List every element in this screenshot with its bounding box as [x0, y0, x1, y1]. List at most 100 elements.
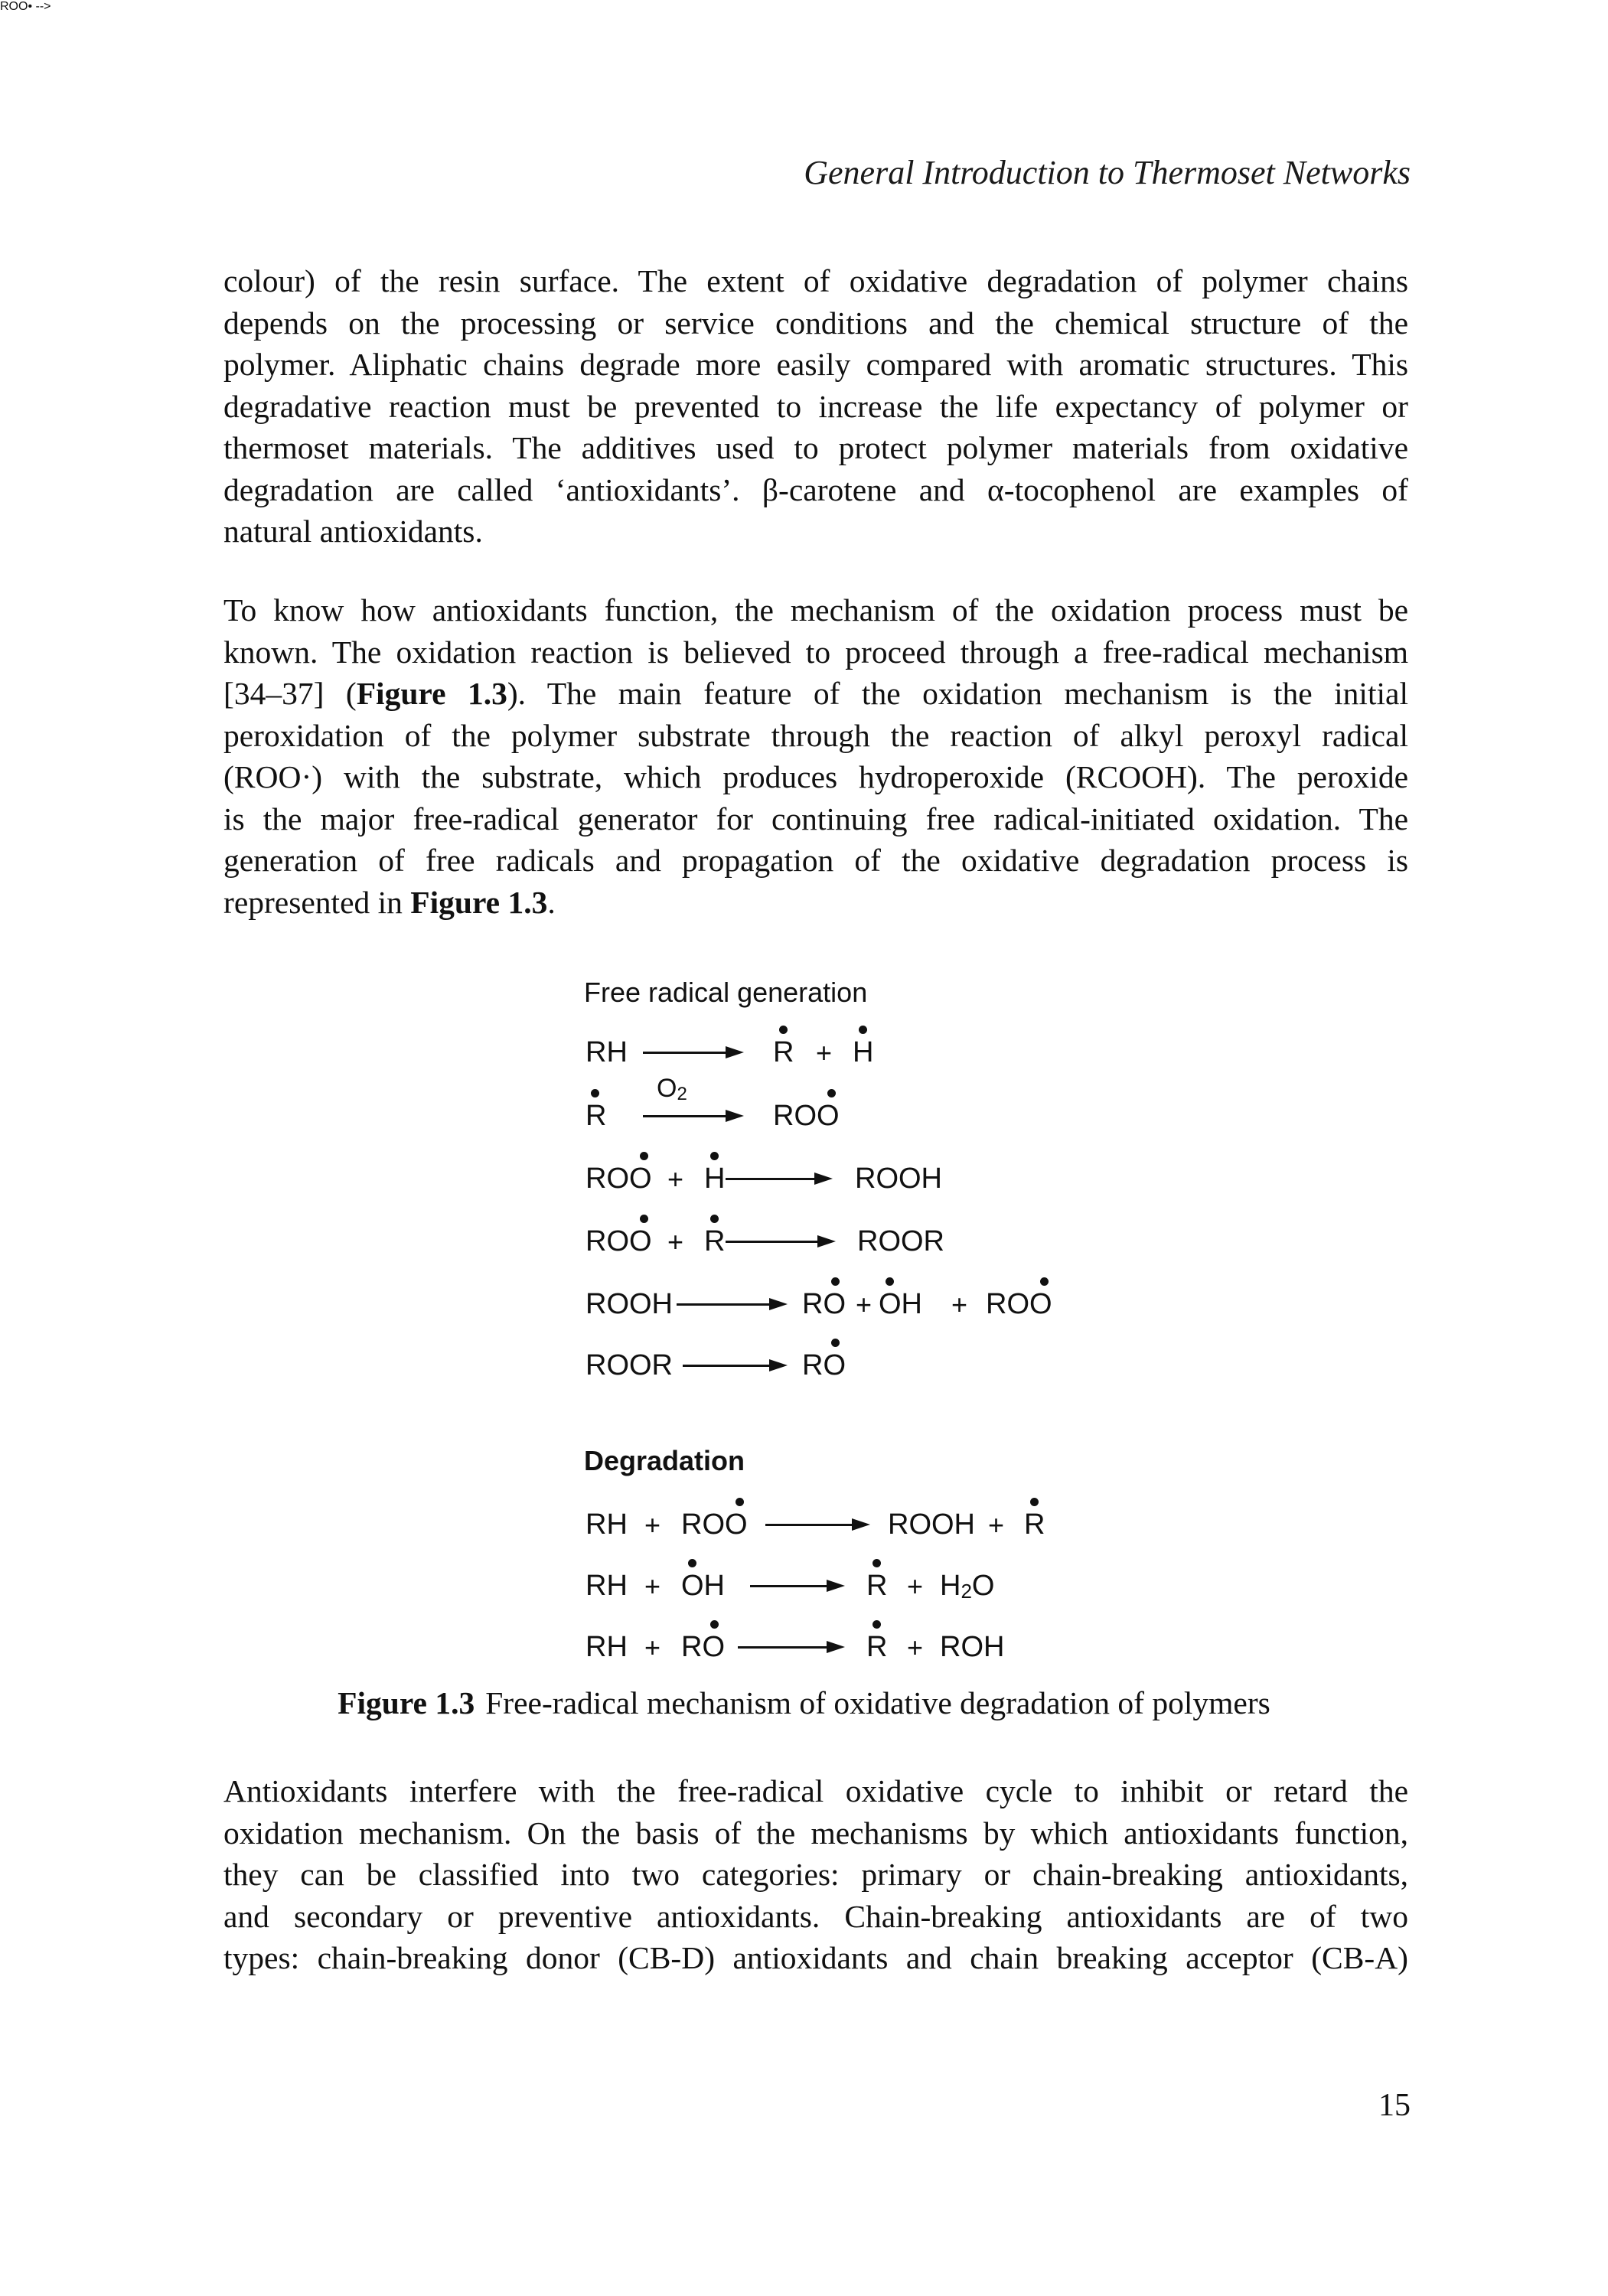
species-rh: RH: [585, 1036, 628, 1068]
species-rh: RH: [585, 1570, 628, 1602]
figure-caption-text: Free-radical mechanism of oxidative degr…: [485, 1685, 1270, 1720]
water-subscript: 2: [961, 1580, 972, 1603]
plus-sign: +: [644, 1509, 661, 1541]
plus-sign: +: [856, 1289, 872, 1320]
radical-dot: [886, 1277, 894, 1286]
species-r-radical: R: [1024, 1508, 1045, 1541]
text-line: Antioxidants interfere with the free-rad…: [223, 1773, 1408, 1808]
plus-sign: +: [988, 1509, 1005, 1541]
text-line: natural antioxidants.: [223, 514, 483, 549]
species-r-radical: R: [585, 1100, 607, 1132]
species-rh: RH: [585, 1508, 628, 1541]
text-line: To know how antioxidants function, the m…: [223, 592, 1408, 628]
reaction-arrow: [726, 1166, 833, 1192]
text-line: [34–37] (Figure 1.3). The main feature o…: [223, 673, 1408, 715]
plus-sign: +: [644, 1570, 661, 1602]
text-line: colour) of the resin surface. The extent…: [223, 263, 1408, 298]
paragraph-antioxidant-classification: Antioxidants interfere with the free-rad…: [223, 1770, 1408, 1979]
reaction-arrow: [765, 1512, 870, 1538]
text-line: degradative reaction must be prevented t…: [223, 388, 1408, 424]
plus-sign: +: [907, 1570, 924, 1602]
text-line: is the major free-radical generator for …: [223, 801, 1408, 837]
text-line: degradation are called ‘antioxidants’. β…: [223, 471, 1408, 507]
species-roo-radical: ROO: [585, 1163, 652, 1195]
plus-sign: +: [667, 1163, 684, 1195]
plus-sign: +: [667, 1226, 684, 1257]
text-line: thermoset materials. The additives used …: [223, 430, 1408, 465]
species-oh-radical: OH: [879, 1288, 922, 1320]
species-roor: ROOR: [857, 1225, 944, 1257]
reaction-arrow: [750, 1573, 845, 1599]
species-roo-radical: ROO: [585, 1225, 652, 1257]
radical-dot: [827, 1089, 836, 1097]
radical-dot: [1030, 1498, 1039, 1506]
reaction-arrow: [643, 1103, 744, 1129]
reaction-arrow: [726, 1228, 836, 1254]
radical-dot: [710, 1215, 719, 1223]
text-line: peroxidation of the polymer substrate th…: [223, 717, 1408, 753]
plus-sign: +: [644, 1632, 661, 1663]
plus-sign: +: [816, 1037, 833, 1068]
species-r-radical: R: [866, 1631, 888, 1663]
text-line: they can be classified into two categori…: [223, 1857, 1408, 1892]
species-rooh: ROOH: [855, 1163, 942, 1195]
paragraph-oxidative-degradation: colour) of the resin surface. The extent…: [223, 260, 1408, 553]
plus-sign: +: [907, 1632, 924, 1663]
figure-caption: Figure 1.3 Free-radical mechanism of oxid…: [0, 1682, 1608, 1724]
species-ro-radical: RO: [802, 1288, 846, 1320]
radical-dot: [831, 1339, 840, 1347]
figure-reference: Figure 1.3: [356, 676, 507, 711]
reaction-arrow: [683, 1352, 788, 1378]
species-roo-radical: ROO: [681, 1508, 748, 1541]
radical-dot: [872, 1620, 881, 1629]
text-line: oxidation mechanism. On the basis of the…: [223, 1815, 1408, 1851]
reaction-arrow: [677, 1291, 788, 1317]
species-roo-radical: ROO: [773, 1100, 840, 1132]
radical-dot: [831, 1277, 840, 1286]
text-fragment: [34–37] (: [223, 676, 357, 711]
species-rooh: ROOH: [585, 1288, 673, 1320]
radical-dot: [640, 1152, 648, 1160]
figure-reference: Figure 1.3: [410, 884, 548, 920]
text-line: (ROO·) with the substrate, which produce…: [223, 759, 1408, 794]
species-rooh: ROOH: [888, 1508, 975, 1541]
text-fragment: .: [547, 884, 556, 920]
species-h-radical: H: [704, 1163, 726, 1195]
radical-dot: [591, 1089, 599, 1097]
species-roh: ROH: [940, 1631, 1005, 1663]
water-hydrogen: H: [940, 1570, 961, 1602]
scheme-section-title-free-radical-generation: Free radical generation: [584, 977, 868, 1008]
text-line: polymer. Aliphatic chains degrade more e…: [223, 347, 1408, 382]
text-line: depends on the processing or service con…: [223, 305, 1408, 341]
reaction-arrow: [643, 1039, 744, 1065]
running-head: General Introduction to Thermoset Networ…: [804, 154, 1411, 191]
text-line: and secondary or preventive antioxidants…: [223, 1898, 1408, 1934]
radical-dot: [872, 1559, 881, 1567]
paragraph-antioxidant-mechanism: To know how antioxidants function, the m…: [223, 589, 1408, 923]
species-ro-radical: RO: [802, 1349, 846, 1381]
text-line: types: chain-breaking donor (CB-D) antio…: [223, 1940, 1408, 1975]
radical-dot: [736, 1498, 744, 1506]
radical-dot: [688, 1559, 696, 1567]
radical-dot: [640, 1215, 648, 1223]
radical-dot: [1040, 1277, 1049, 1286]
species-r-radical: R: [704, 1225, 726, 1257]
species-r-radical: R: [866, 1570, 888, 1602]
oxygen-subscript: 2: [677, 1084, 687, 1104]
species-ro-radical: RO: [681, 1631, 725, 1663]
species-water: H2O: [940, 1569, 994, 1603]
figure-caption-label: Figure 1.3: [338, 1685, 475, 1720]
water-oxygen: O: [971, 1570, 995, 1602]
text-fragment: ). The main feature of the oxidation mec…: [507, 676, 1408, 711]
species-roo-radical: ROO: [986, 1288, 1052, 1320]
plus-sign: +: [951, 1289, 968, 1320]
radical-dot: [859, 1026, 867, 1034]
reagent-oxygen: O2: [657, 1073, 687, 1104]
radical-dot: [710, 1152, 719, 1160]
scheme-section-title-degradation: Degradation: [584, 1445, 745, 1476]
oxygen-symbol: O: [657, 1074, 677, 1103]
text-line: known. The oxidation reaction is believe…: [223, 634, 1408, 670]
text-line: generation of free radicals and propagat…: [223, 843, 1408, 878]
species-roor: ROOR: [585, 1349, 673, 1381]
